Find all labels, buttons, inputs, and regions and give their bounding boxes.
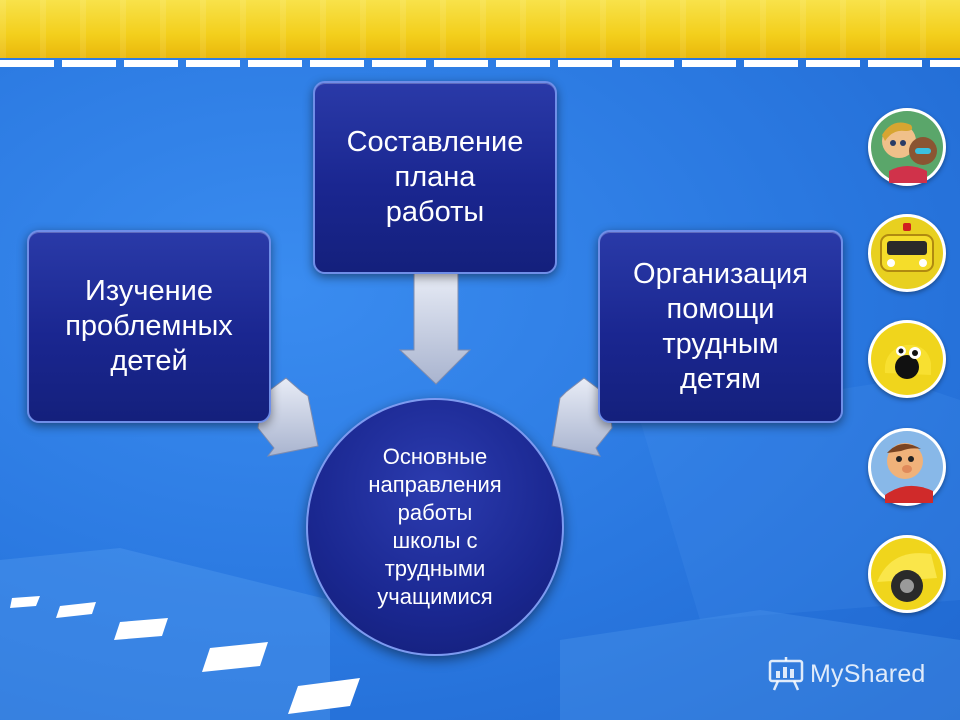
boy-character-icon xyxy=(868,428,946,506)
school-bus-front-icon xyxy=(868,214,946,292)
center-label: Основные направления работы школы с труд… xyxy=(368,444,502,609)
two-children-icon xyxy=(868,108,946,186)
header-band-texture xyxy=(0,0,960,58)
bus-wheel-icon xyxy=(868,535,946,613)
arrow-left-to-center xyxy=(257,377,319,457)
myshared-watermark: MyShared xyxy=(768,654,926,694)
box-work-plan: Составление плана работы xyxy=(313,81,557,274)
arrow-top-to-center xyxy=(398,271,472,385)
center-circle-main-directions: Основные направления работы школы с труд… xyxy=(306,398,564,656)
projector-screen-icon xyxy=(768,657,804,691)
box-help-organization: Организация помощи трудным детям xyxy=(598,230,843,423)
yellow-car-icon xyxy=(868,320,946,398)
road-dash-row xyxy=(0,60,960,70)
box-help-label: Организация помощи трудным детям xyxy=(633,257,808,395)
box-study-label: Изучение проблемных детей xyxy=(65,275,233,377)
yellow-bus-header-band xyxy=(0,0,960,58)
arrow-right-to-center xyxy=(551,377,613,457)
watermark-label: MyShared xyxy=(810,659,926,688)
box-study-problem-children: Изучение проблемных детей xyxy=(27,230,271,423)
box-plan-label: Составление плана работы xyxy=(346,126,524,228)
